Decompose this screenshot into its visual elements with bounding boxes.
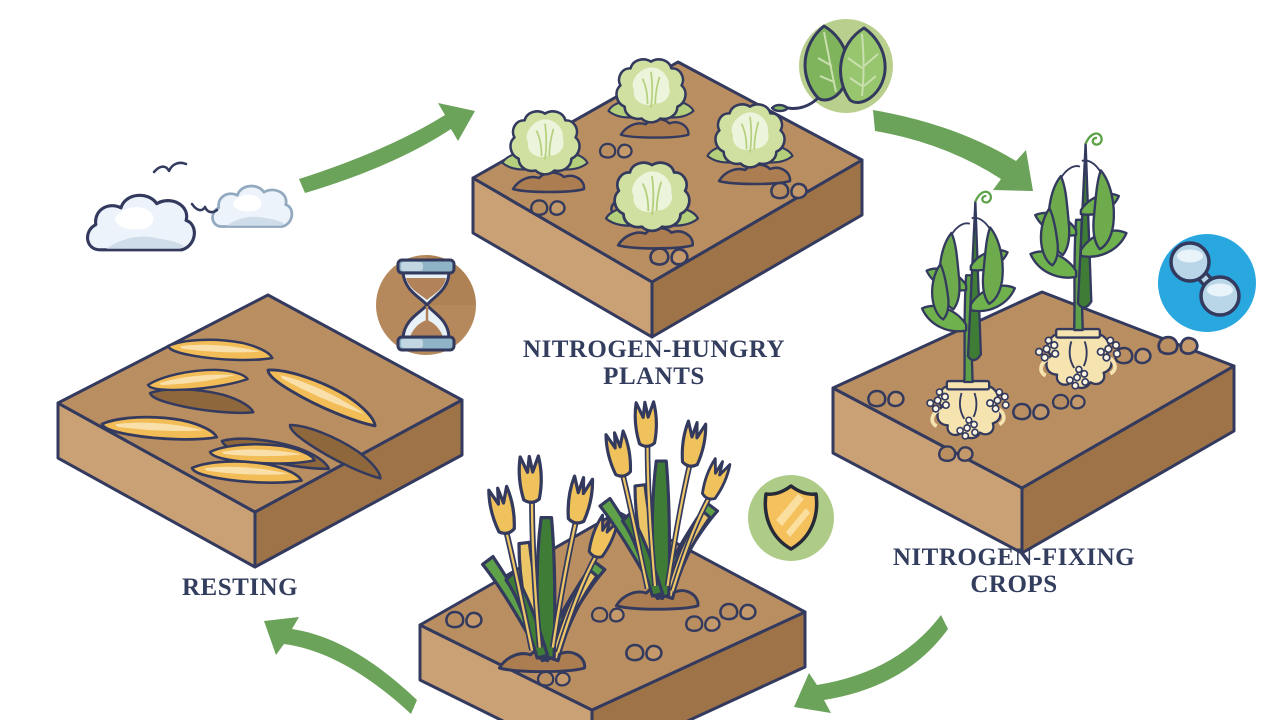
plot-nitrogen-hungry-plants <box>471 58 864 339</box>
cloud <box>85 193 196 252</box>
label-line: CROPS <box>970 571 1058 598</box>
arrow-grass-to-resting <box>264 617 417 714</box>
bird-icon <box>152 161 188 174</box>
cloud <box>211 184 294 228</box>
label-resting: RESTING <box>182 574 298 601</box>
cycle-arrows <box>264 103 1033 714</box>
bird-icon <box>190 202 219 214</box>
label-nitrogen-hungry-plants: NITROGEN-HUNGRY PLANTS <box>523 336 785 390</box>
sky-scenery <box>85 161 294 252</box>
plot-nitrogen-fixing-crops <box>831 134 1236 555</box>
plot-resting <box>56 293 464 569</box>
arrow-fixing-to-grass <box>794 615 948 713</box>
n2-molecule-icon <box>1158 234 1256 332</box>
leaves-icon <box>770 19 893 113</box>
label-nitrogen-fixing-crops: NITROGEN-FIXING CROPS <box>893 544 1135 598</box>
label-line: RESTING <box>181 574 299 601</box>
hourglass-icon <box>376 255 476 355</box>
label-line: NITROGEN-FIXING <box>892 544 1136 571</box>
label-line: PLANTS <box>603 363 705 390</box>
shield-icon <box>748 475 834 561</box>
arrow-hungry-to-fixing <box>873 110 1033 191</box>
plot-grass-cover <box>418 402 807 720</box>
arrow-resting-to-hungry <box>299 103 475 193</box>
label-line: NITROGEN-HUNGRY <box>522 336 786 363</box>
